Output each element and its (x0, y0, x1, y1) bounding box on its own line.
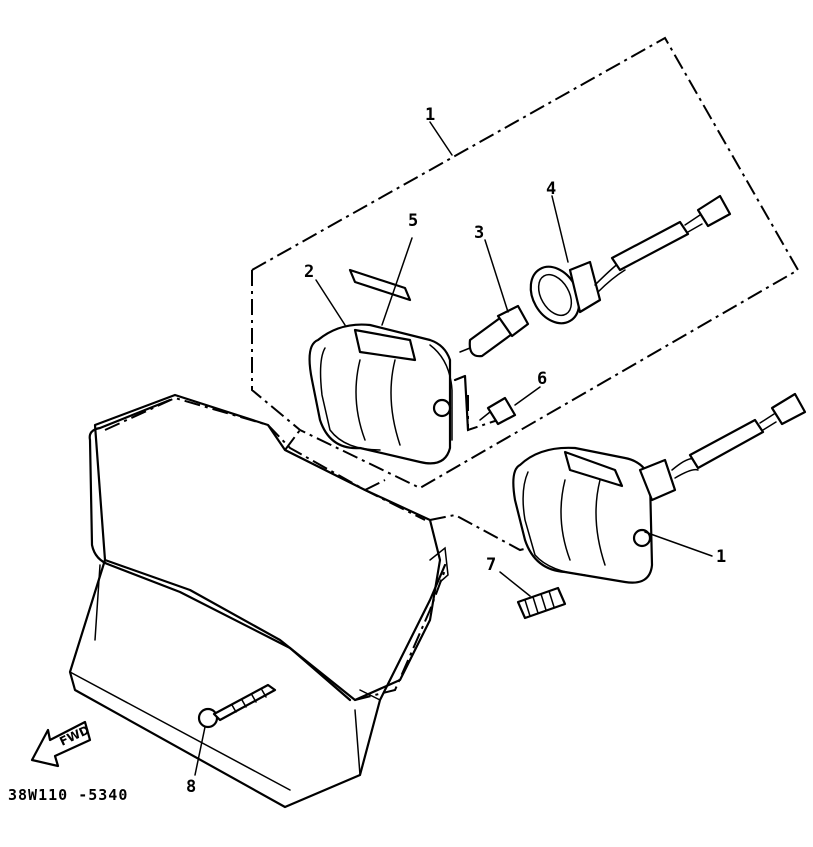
callout-2: 2 (304, 262, 314, 282)
bulb-part-3 (459, 239, 530, 358)
callout-1-lower: 1 (716, 547, 726, 567)
callout-3: 3 (474, 223, 484, 243)
headlight-cowl (68, 393, 541, 809)
callout-5: 5 (408, 211, 418, 231)
callout-4: 4 (546, 179, 556, 199)
drawing-code: 38W110 -5340 (8, 786, 128, 804)
small-bulb-part-6 (479, 386, 541, 426)
fwd-direction-arrow: FWD (30, 720, 92, 768)
grommet-part-7 (499, 571, 567, 620)
callout-1: 1 (425, 105, 435, 125)
socket-part-4 (529, 194, 732, 325)
callout-8: 8 (186, 777, 196, 797)
screw-part-8 (194, 683, 277, 776)
callout-6: 6 (537, 369, 547, 389)
headlight-assembled-unit (512, 392, 807, 584)
callout-7: 7 (486, 555, 496, 575)
headlight-lens-unit (308, 323, 470, 465)
clip-part-5 (348, 268, 412, 302)
